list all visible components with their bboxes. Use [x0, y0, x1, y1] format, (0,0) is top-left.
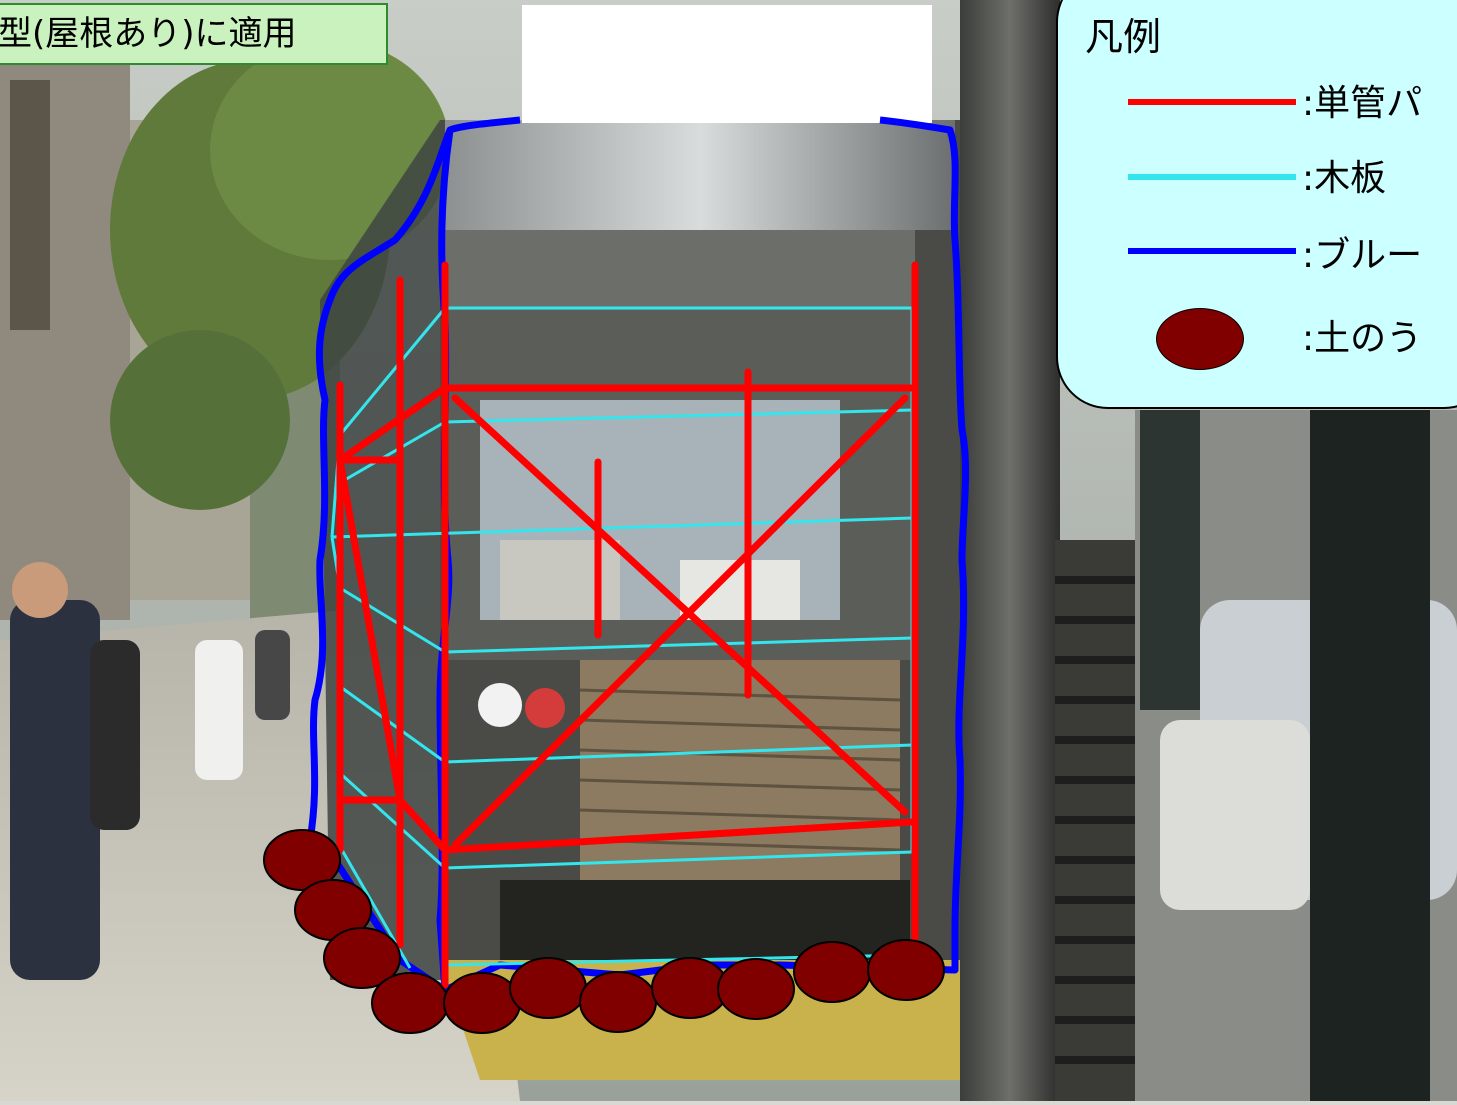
- sandbag: [443, 972, 521, 1034]
- title-label: 型(屋根あり)に適用: [0, 3, 388, 65]
- sandbag-dot-symbol: [1156, 308, 1244, 370]
- sandbag: [579, 971, 657, 1033]
- legend-label-sandbag: :土のう: [1302, 318, 1423, 359]
- legend-item-board: :木板: [1058, 152, 1457, 212]
- legend-label-board: :木板: [1302, 158, 1387, 199]
- sandbag: [651, 957, 729, 1019]
- legend-label-tarp: :ブルー: [1302, 235, 1423, 276]
- legend-item-tarp: :ブルー: [1058, 227, 1457, 287]
- legend-label-pipe: :単管パ: [1302, 83, 1423, 124]
- cyan-line-symbol: [1128, 174, 1296, 180]
- sandbag: [323, 927, 401, 989]
- sandbag: [263, 829, 341, 891]
- legend-box: 凡例 :単管パ :木板 :ブルー :土のう: [1056, 0, 1457, 409]
- legend-title: 凡例: [1085, 15, 1162, 59]
- legend-item-sandbag: :土のう: [1058, 308, 1457, 370]
- blue-line-symbol: [1128, 248, 1296, 254]
- sandbags: [263, 829, 945, 1034]
- sandbag: [371, 972, 449, 1034]
- sandbag: [717, 958, 795, 1020]
- sandbag: [793, 941, 871, 1003]
- legend-item-pipe: :単管パ: [1058, 75, 1457, 135]
- red-line-symbol: [1128, 99, 1296, 105]
- sandbag: [509, 957, 587, 1019]
- scaffold-pipes: [336, 261, 919, 989]
- sandbag: [867, 939, 945, 1001]
